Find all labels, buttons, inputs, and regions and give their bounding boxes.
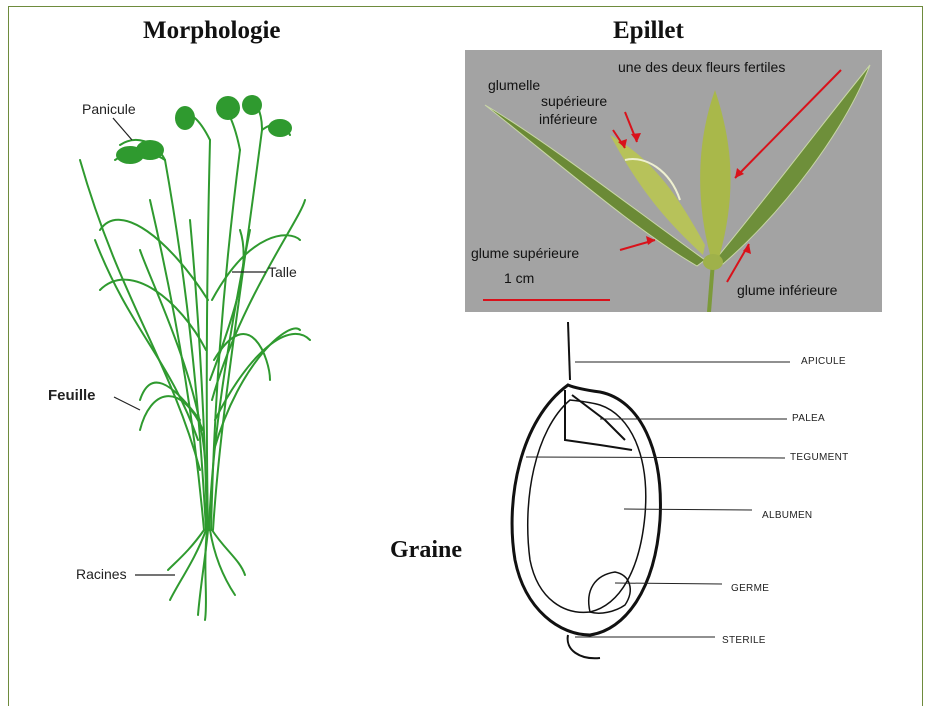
label-albumen: ALBUMEN [762,510,812,521]
label-apicule: APICULE [801,356,846,367]
label-sterile: STERILE [722,635,766,646]
label-palea: PALEA [792,413,825,424]
label-tegument: TEGUMENT [790,452,849,463]
label-germe: GERME [731,583,769,594]
